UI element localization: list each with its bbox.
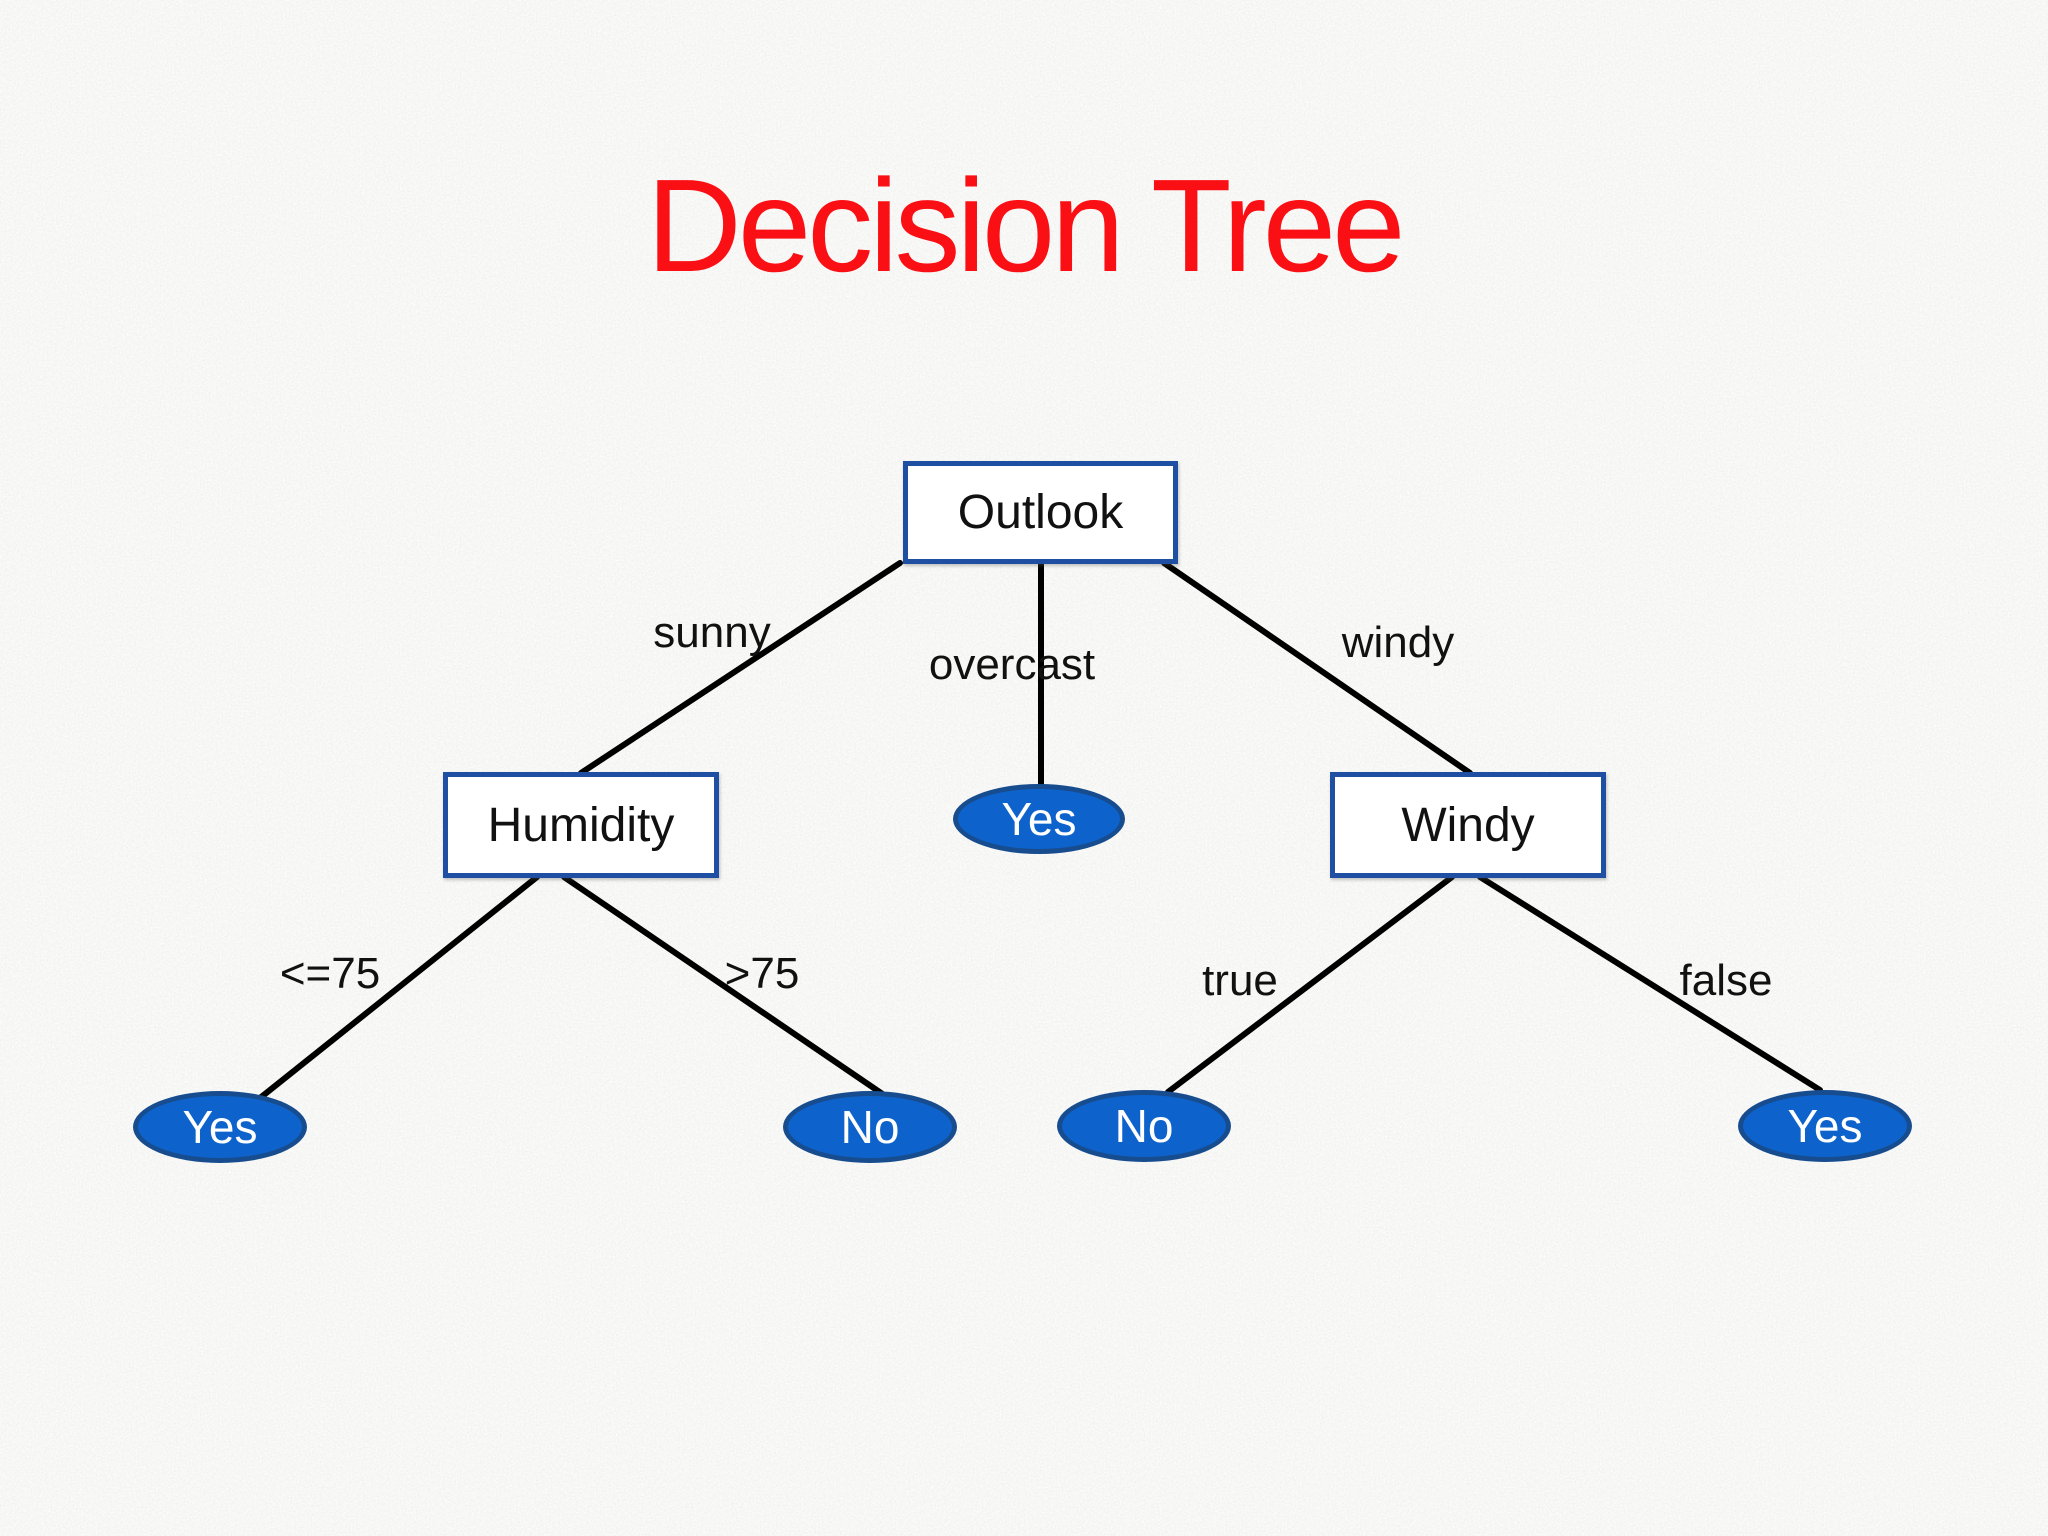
leaf-humidity-high-no: No bbox=[783, 1091, 957, 1163]
edge-label-windy-false: false bbox=[1679, 956, 1773, 1005]
edge-line-windy-true bbox=[1165, 874, 1455, 1095]
edge-label-windy-true: true bbox=[1202, 956, 1278, 1005]
leaf-windy-false-yes-label: Yes bbox=[1787, 1100, 1863, 1152]
edge-label-windy: windy bbox=[1341, 618, 1455, 667]
node-humidity: Humidity bbox=[443, 772, 719, 878]
edge-line-windy-false bbox=[1477, 874, 1823, 1093]
leaf-windy-true-no: No bbox=[1057, 1090, 1231, 1162]
edge-label-sunny: sunny bbox=[653, 608, 771, 657]
node-humidity-label: Humidity bbox=[487, 798, 675, 852]
leaf-humidity-low-yes-label: Yes bbox=[182, 1101, 258, 1153]
node-windy-label: Windy bbox=[1401, 798, 1535, 852]
node-outlook: Outlook bbox=[903, 461, 1178, 564]
leaf-windy-false-yes: Yes bbox=[1738, 1090, 1912, 1162]
edge-label-humidity-low: <=75 bbox=[279, 949, 381, 998]
node-outlook-label: Outlook bbox=[957, 486, 1124, 539]
edge-line-humidity-high bbox=[561, 874, 887, 1098]
edge-label-humidity-high: >75 bbox=[724, 949, 800, 998]
edge-label-overcast: overcast bbox=[928, 640, 1096, 689]
page-title: Decision Tree bbox=[646, 152, 1405, 299]
edge-line-windy bbox=[1161, 560, 1473, 776]
node-windy: Windy bbox=[1330, 772, 1606, 878]
leaf-windy-true-no-label: No bbox=[1114, 1100, 1174, 1152]
leaf-humidity-high-no-label: No bbox=[840, 1101, 900, 1153]
leaf-overcast-yes-label: Yes bbox=[1001, 793, 1077, 845]
edge-line-sunny bbox=[578, 560, 903, 776]
leaf-overcast-yes: Yes bbox=[953, 784, 1125, 854]
edge-line-humidity-low bbox=[257, 874, 540, 1101]
leaf-humidity-low-yes: Yes bbox=[133, 1091, 307, 1163]
